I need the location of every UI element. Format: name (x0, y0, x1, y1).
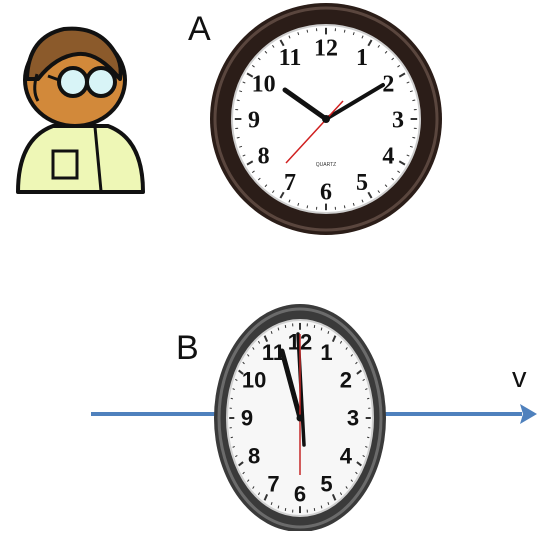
clock-b-tick (231, 398, 233, 399)
clock-a-tick (344, 205, 345, 208)
clock-b-numeral-3: 3 (347, 406, 359, 431)
clock-b-tick (231, 437, 233, 438)
clock-a-numeral-5: 5 (356, 170, 368, 196)
clock-b-numeral-9: 9 (241, 406, 253, 431)
clock-b-tick (321, 506, 322, 509)
clock-a-numeral-4: 4 (382, 143, 394, 169)
clock-b-numeral-8: 8 (248, 444, 260, 469)
clock-b-center-cap (297, 415, 304, 422)
clock-a-numeral-12: 12 (314, 35, 338, 61)
clock-a-numeral-6: 6 (320, 179, 332, 205)
observer-coat (18, 126, 143, 192)
observer-glasses-left-lens (59, 68, 87, 96)
clock-b-numeral-1: 1 (320, 340, 332, 365)
clock-a-tick (344, 30, 345, 33)
clock-a-center-cap (322, 115, 330, 123)
clock-a-brand: QUARTZ (316, 162, 336, 168)
clock-a-tick (307, 205, 308, 208)
clock-b-tick (278, 328, 279, 331)
clock-b-tick (367, 437, 369, 438)
clock-a-numeral-8: 8 (258, 143, 270, 169)
clock-b-numeral-6: 6 (294, 482, 306, 507)
clock-a-numeral-7: 7 (284, 170, 296, 196)
clock-b-tick (278, 506, 279, 509)
clock-a-numeral-9: 9 (248, 107, 260, 133)
clock-b-numeral-2: 2 (340, 368, 352, 393)
clock-a-numeral-11: 11 (279, 45, 302, 71)
clock-b-numeral-5: 5 (320, 472, 332, 497)
clock-b-tick (367, 398, 369, 399)
clock-a-tick (307, 30, 308, 33)
observer-glasses-right-lens (87, 68, 115, 96)
observer-figure (18, 29, 143, 192)
label-a: A (188, 12, 211, 46)
velocity-label: v (512, 364, 527, 393)
clock-a-numeral-1: 1 (356, 45, 368, 71)
clock-a-numeral-10: 10 (252, 71, 276, 97)
label-b: B (176, 331, 199, 365)
motion-arrowhead (520, 404, 537, 424)
clock-a-tick (412, 100, 415, 101)
clock-b-numeral-4: 4 (340, 444, 353, 469)
clock-a-tick (237, 100, 240, 101)
clock-a-tick (412, 137, 415, 138)
clock-a-tick (237, 137, 240, 138)
clock-b-numeral-10: 10 (242, 368, 266, 393)
clock-b-tick (321, 328, 322, 331)
clock-b-numeral-7: 7 (267, 472, 279, 497)
clock-a-numeral-3: 3 (392, 107, 404, 133)
